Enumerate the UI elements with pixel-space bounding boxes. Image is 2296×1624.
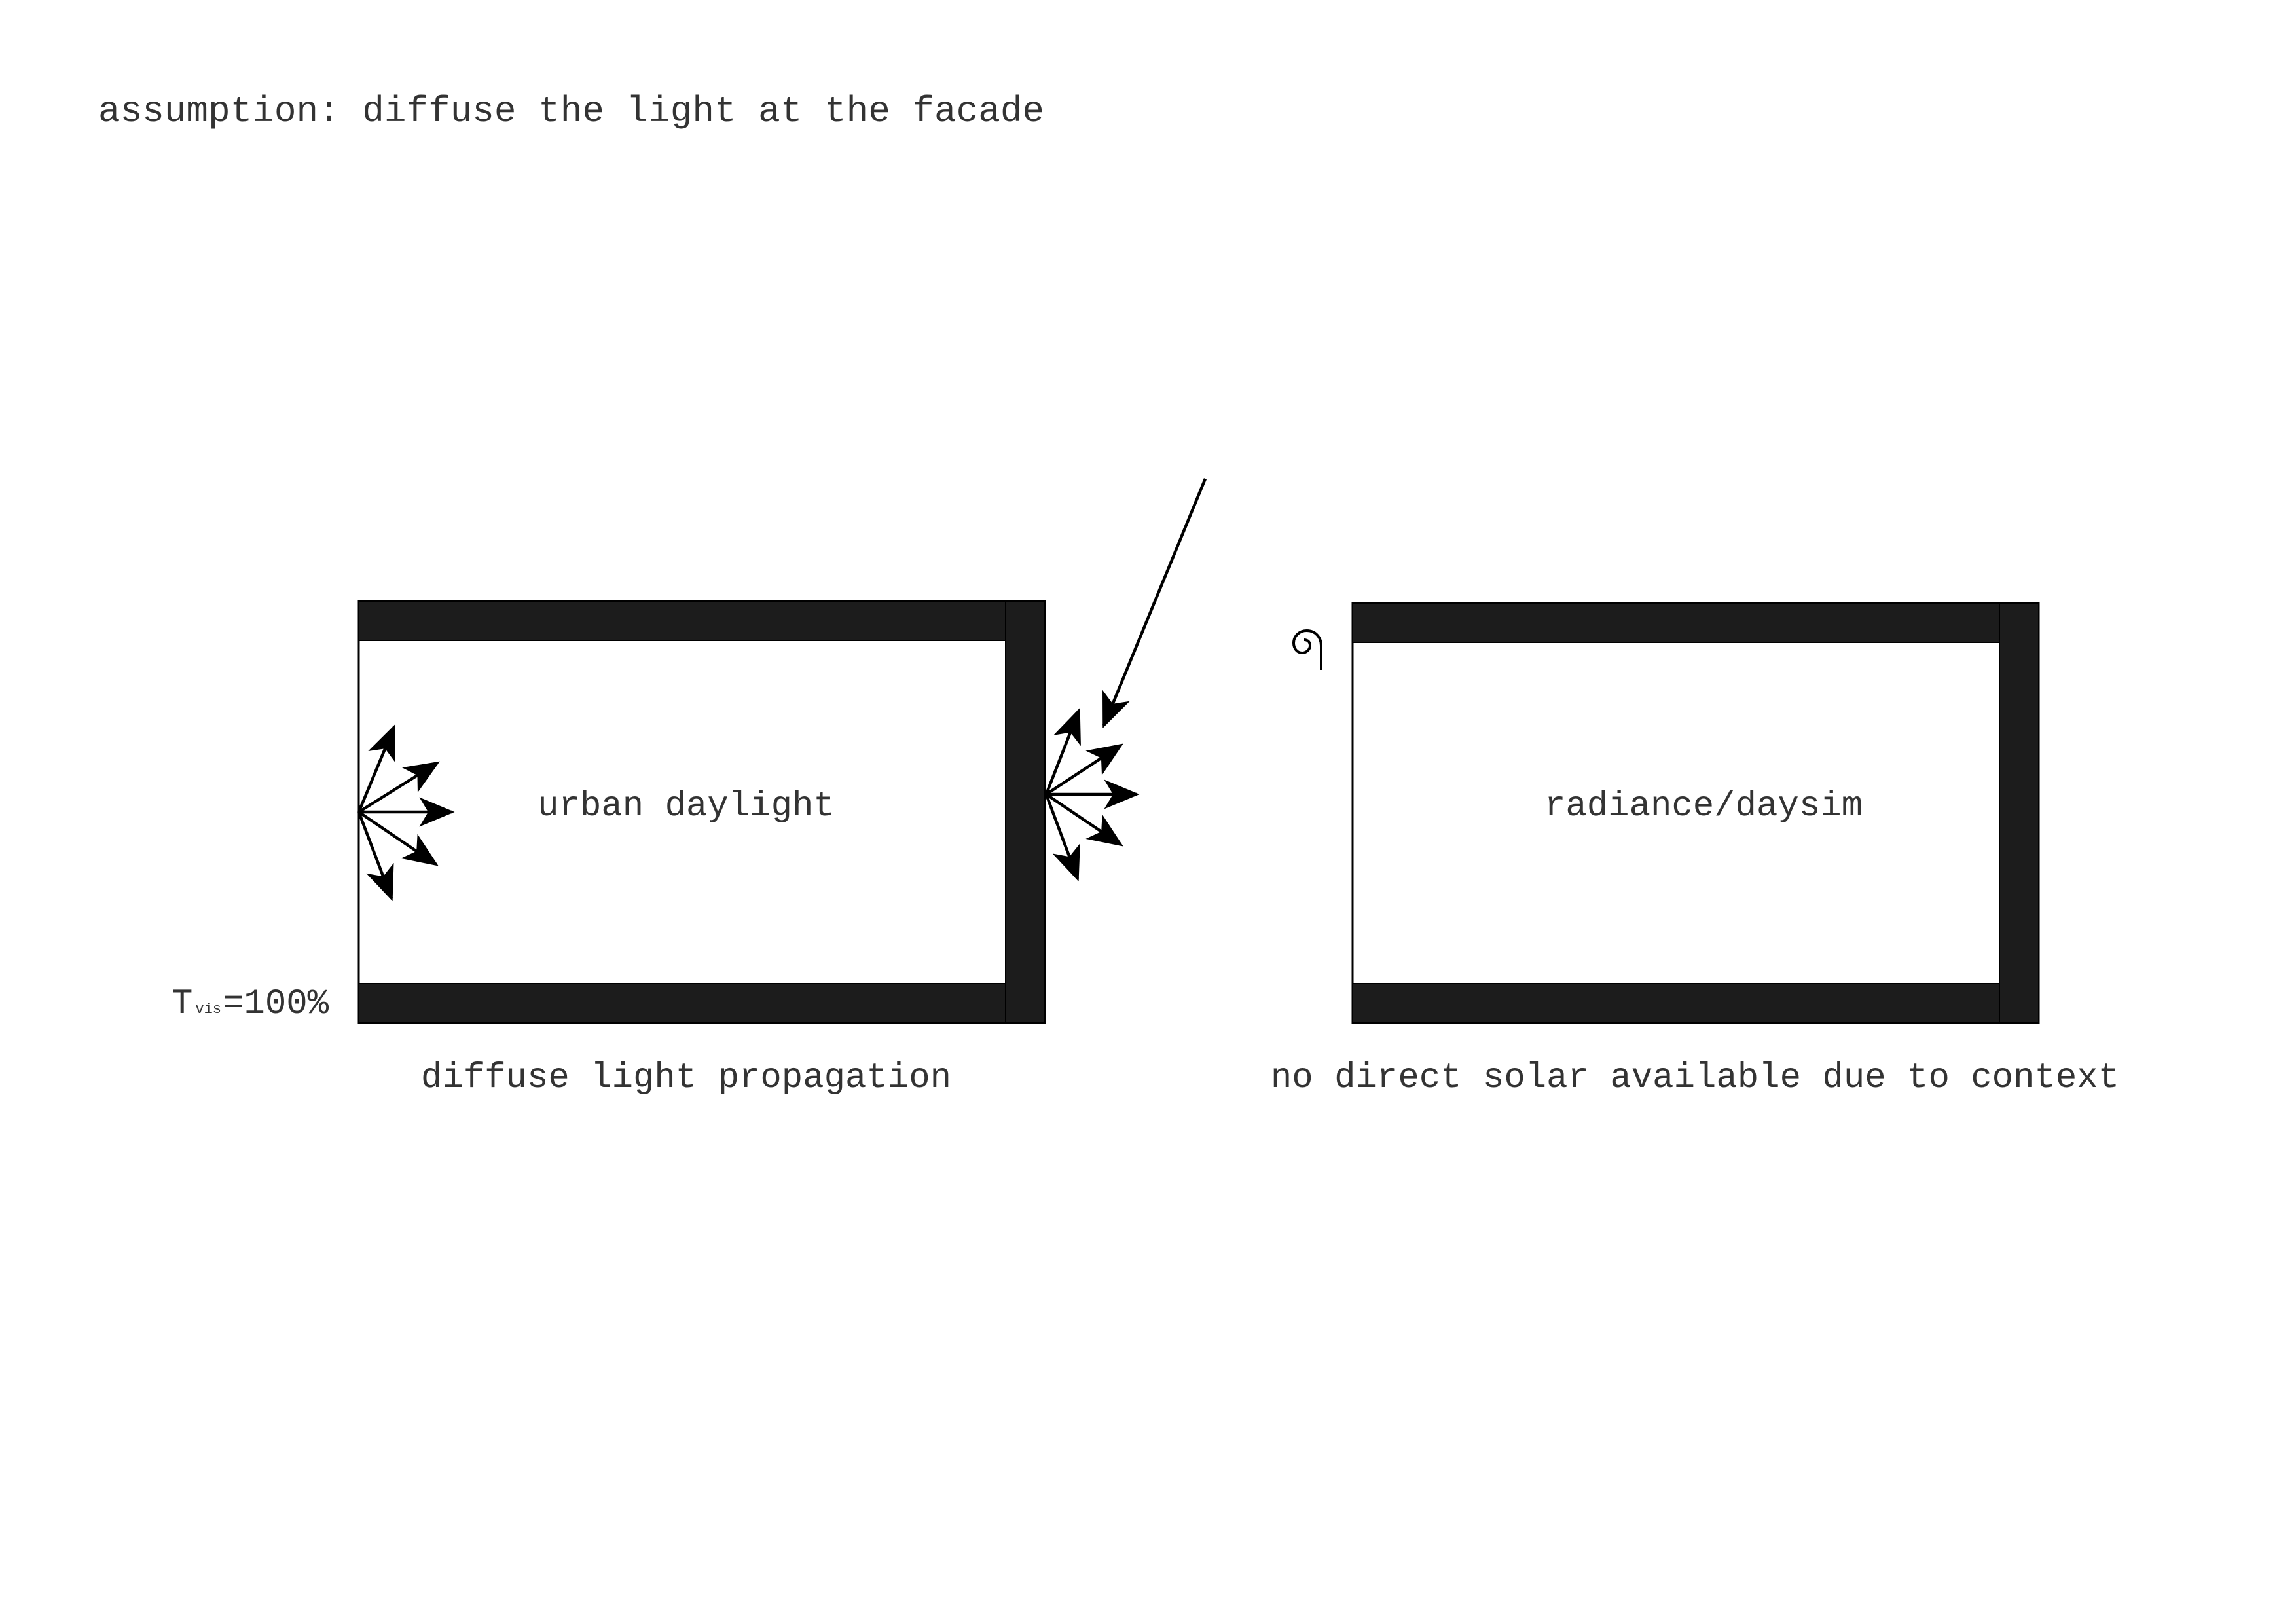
diffuse-ray [1045, 743, 1123, 796]
left-facade-diffuse-fan [357, 724, 455, 902]
left-room-label: urban daylight [538, 786, 835, 826]
sun-ray-arrow-icon [1102, 478, 1207, 729]
left-room [357, 600, 1046, 1024]
page-heading: assumption: diffuse the light at the fac… [98, 90, 1044, 132]
transmittance-subscript: vis [195, 1001, 221, 1018]
right-room-interior [1351, 602, 2040, 1024]
right-room-label: radiance/daysim [1544, 786, 1863, 826]
right-room-bottom-wall [1352, 983, 2039, 1024]
spiral-icon [1292, 629, 1322, 670]
left-room-bottom-wall [358, 983, 1046, 1024]
right-room-back-wall [1999, 602, 2039, 1024]
left-room-interior [357, 600, 1046, 1024]
right-room-top-wall [1352, 602, 2039, 643]
diffuse-ray [357, 811, 439, 866]
diffuse-ray [357, 811, 394, 902]
transmittance-value: =100% [223, 984, 329, 1024]
transmittance-symbol: T [172, 984, 192, 1024]
diffuse-ray [1044, 707, 1081, 795]
left-room-back-wall [1005, 600, 1046, 1024]
right-room [1351, 602, 2040, 1024]
diffuse-ray [357, 761, 440, 813]
right-caption: no direct solar available due to context [1271, 1058, 2119, 1098]
diffuse-ray [1044, 794, 1080, 882]
back-wall-diffuse-fan [1044, 707, 1140, 882]
left-caption: diffuse light propagation [421, 1058, 951, 1098]
diffuse-ray [1045, 793, 1123, 847]
diffuse-ray [357, 724, 396, 813]
left-room-top-wall [358, 600, 1046, 641]
